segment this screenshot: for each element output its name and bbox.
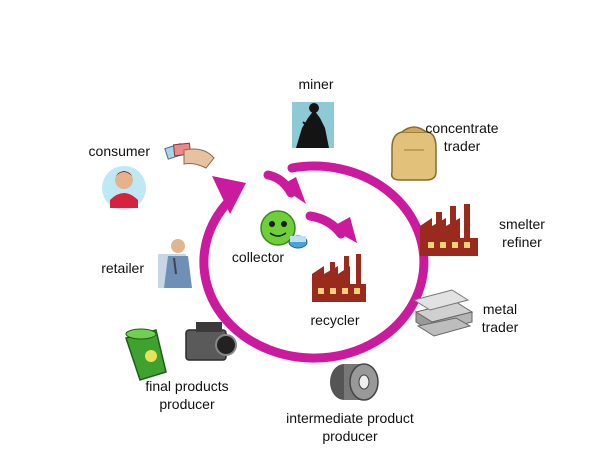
intermediate-product-producer-label: intermediate product producer <box>260 409 440 445</box>
miner-label: miner <box>288 75 344 93</box>
recycler-label-text: recycler <box>310 312 360 328</box>
recycler-label: recycler <box>300 311 370 329</box>
final-label-line2: producer <box>159 396 215 412</box>
miner-label-text: miner <box>298 76 334 92</box>
cycle-loop <box>199 161 429 363</box>
miner-icon <box>292 102 334 148</box>
final-products-producer-label: final products producer <box>122 377 252 413</box>
recycling-globe-icon <box>260 210 308 249</box>
sack-icon <box>390 126 437 181</box>
consumer-label: consumer <box>60 142 150 160</box>
arrow-collector-to-recycler <box>305 211 357 243</box>
collector-label: collector <box>222 248 294 266</box>
smelter-refiner-label: smelter refiner <box>487 215 557 251</box>
can-and-camera-icon <box>125 322 237 381</box>
final-label-line1: final products <box>145 378 229 394</box>
retailer-label: retailer <box>80 259 144 277</box>
retailer-label-text: retailer <box>101 260 144 276</box>
consumer-icon <box>102 142 215 210</box>
wire-spool-icon <box>330 363 379 401</box>
consumer-label-text: consumer <box>88 143 150 159</box>
hand-with-cards-icon <box>164 142 215 169</box>
concentrate-label-line1: concentrate <box>425 120 499 136</box>
recycling-factory-icon <box>312 254 366 302</box>
metal-label-line2: trader <box>481 319 519 335</box>
metal-label-line1: metal <box>482 301 518 317</box>
intermediate-label-line2: producer <box>322 428 378 444</box>
smelter-label-line1: smelter <box>499 216 545 232</box>
factory-icon <box>420 204 478 256</box>
concentrate-label-line2: trader <box>443 138 481 154</box>
concentrate-trader-label: concentrate trader <box>412 119 512 155</box>
smelter-label-line2: refiner <box>502 234 542 250</box>
collector-label-text: collector <box>231 249 285 265</box>
arrow-consumer-to-collector <box>263 170 306 204</box>
metal-trader-label: metal trader <box>470 300 530 336</box>
metal-ingots-icon <box>412 289 474 337</box>
salesperson-icon <box>158 239 192 288</box>
intermediate-label-line1: intermediate product <box>286 410 414 426</box>
